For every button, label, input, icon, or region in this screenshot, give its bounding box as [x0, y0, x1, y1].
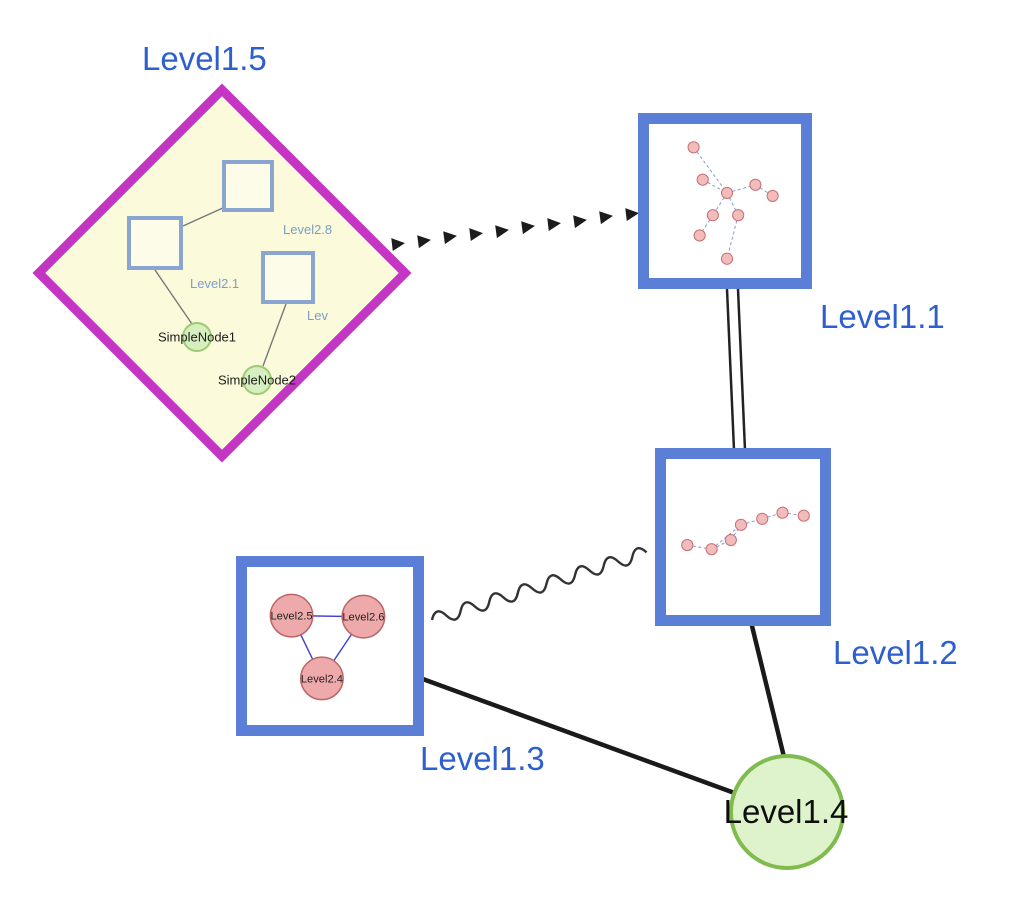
mini-node[interactable] — [696, 173, 709, 186]
edge-level11-level12-double[interactable] — [725, 288, 747, 451]
mini-node[interactable] — [724, 533, 737, 547]
edge-level12-level14[interactable] — [749, 623, 787, 760]
mini-node[interactable] — [706, 209, 719, 222]
label-level2-5: Level2.5 — [271, 611, 313, 623]
level1-1-subgraph-edges — [693, 147, 773, 259]
mini-node[interactable] — [797, 509, 810, 522]
label-level2-lev: Lev — [307, 308, 328, 323]
mini-node[interactable] — [749, 178, 762, 191]
level1-1-subgraph-nodes — [687, 141, 779, 265]
node-simplenode2[interactable] — [242, 365, 272, 395]
mini-node[interactable] — [705, 543, 718, 556]
level1-1-subgraph — [687, 141, 779, 265]
node-level2-5[interactable] — [269, 593, 314, 638]
label-level2-8: Level2.8 — [283, 222, 333, 237]
node-level2-4[interactable] — [299, 656, 344, 701]
edge-lev-simplenode2[interactable] — [262, 303, 287, 367]
node-level1-3[interactable]: Level2.5 Level2.6 Level2.4 — [236, 556, 424, 736]
node-level1-2[interactable] — [655, 448, 831, 626]
mini-node[interactable] — [734, 518, 748, 531]
mini-node[interactable] — [766, 189, 779, 203]
mini-node[interactable] — [732, 209, 745, 222]
mini-node[interactable] — [720, 252, 734, 265]
node-level1-4[interactable] — [729, 754, 845, 870]
mini-node[interactable] — [776, 506, 789, 519]
label-simplenode2: SimpleNode2 — [217, 372, 297, 388]
edge-level21-level28[interactable] — [182, 206, 226, 227]
mini-node[interactable] — [687, 141, 700, 154]
label-simplenode1: SimpleNode1 — [157, 329, 237, 345]
level1-3-subgraph-nodes: Level2.5 Level2.6 Level2.4 — [269, 593, 386, 701]
label-level1-1: Level1.1 — [820, 298, 945, 335]
level1-3-subgraph: Level2.5 Level2.6 Level2.4 — [269, 593, 386, 701]
edge-level21-simplenode1[interactable] — [154, 269, 193, 325]
node-level2-1[interactable] — [127, 216, 183, 270]
node-simplenode1[interactable] — [182, 322, 212, 352]
mini-node[interactable] — [693, 229, 706, 242]
edge-level13-level14[interactable] — [417, 675, 743, 798]
label-level2-6: Level2.6 — [342, 612, 384, 624]
label-level1-5: Level1.5 — [142, 40, 267, 77]
node-level2-6[interactable] — [341, 594, 386, 639]
mini-node[interactable] — [720, 186, 734, 199]
node-level1-1[interactable] — [638, 113, 812, 289]
mini-node[interactable] — [756, 512, 769, 525]
label-level2-4: Level2.4 — [301, 673, 343, 685]
label-level2-1: Level2.1 — [190, 276, 240, 291]
level1-2-subgraph — [681, 506, 810, 556]
level1-2-subgraph-edges — [687, 512, 804, 550]
label-level1-4: Level1.4 — [723, 793, 849, 830]
level1-2-subgraph-nodes — [681, 506, 810, 556]
node-level2-lev[interactable] — [261, 251, 315, 304]
label-level1-3: Level1.3 — [420, 740, 545, 777]
edge-level13-level12-wavy[interactable] — [430, 546, 648, 626]
node-level2-8[interactable] — [222, 160, 274, 212]
mini-node[interactable] — [681, 539, 694, 552]
label-level1-2: Level1.2 — [833, 634, 958, 671]
